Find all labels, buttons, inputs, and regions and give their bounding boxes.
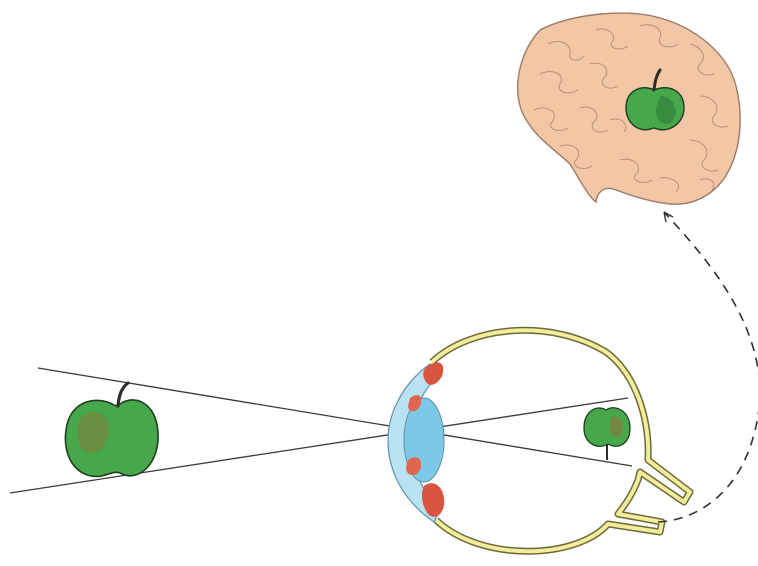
retinal-apple-body	[584, 408, 630, 447]
brain-icon	[518, 13, 740, 204]
ciliary-body-top	[423, 362, 443, 385]
eye-cross-section-icon	[388, 330, 690, 551]
apple-icon	[65, 383, 158, 476]
inverted-apple-icon	[584, 408, 630, 460]
